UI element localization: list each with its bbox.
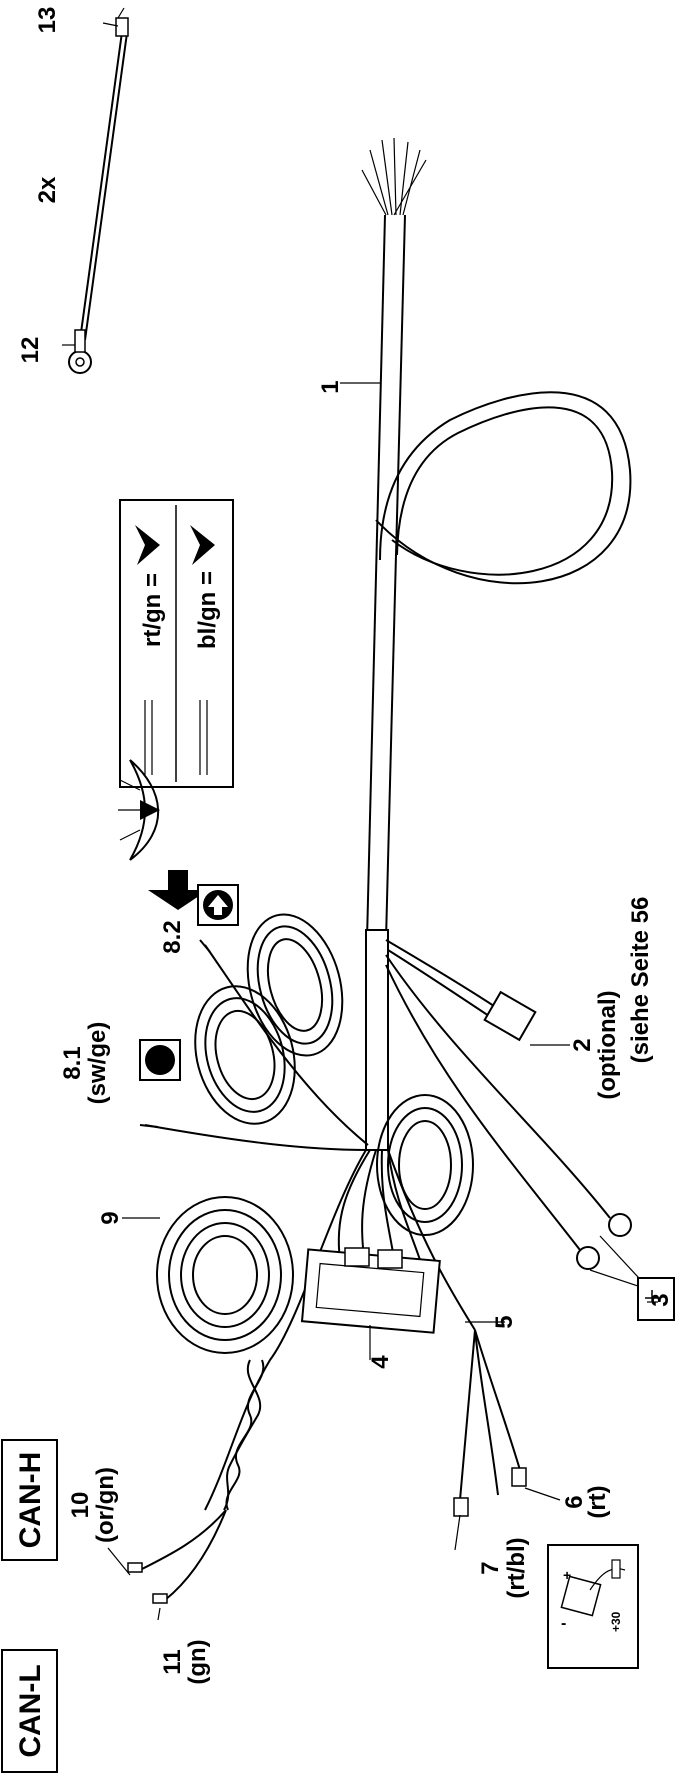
arrow-down-icon xyxy=(148,870,208,910)
connector-block-4 xyxy=(300,1247,441,1334)
label-2-page-ref: (siehe Seite 56 xyxy=(627,897,654,1064)
legend-row-1: bl/gn = xyxy=(194,571,221,649)
label-11-color: (gn) xyxy=(184,1639,211,1684)
check-mark-icon xyxy=(190,525,215,565)
connector-2 xyxy=(483,990,537,1042)
label-9: 9 xyxy=(97,1211,124,1224)
label-7: 7 xyxy=(477,1561,504,1574)
label-qty: 2x xyxy=(34,176,61,203)
battery-icon xyxy=(560,1575,602,1617)
label-6-color: (rt) xyxy=(584,1485,611,1518)
label-3: 3 xyxy=(647,1293,674,1306)
ground-cable xyxy=(68,7,129,374)
label-10: 10 xyxy=(67,1492,94,1519)
arrow-up-box-icon xyxy=(197,884,239,926)
coil-5 xyxy=(376,1094,527,1517)
wire-color-legend xyxy=(119,499,234,788)
label-1: 1 xyxy=(317,380,344,393)
battery-box: + - +30 xyxy=(547,1544,639,1669)
check-mark-icon xyxy=(135,525,160,565)
label-4: 4 xyxy=(367,1355,394,1369)
label-13: 13 xyxy=(34,7,61,34)
view-eye-icon xyxy=(118,759,160,861)
main-harness xyxy=(361,137,632,1151)
label-2: 2 xyxy=(569,1038,596,1051)
label-8-1: 8.1 xyxy=(59,1046,86,1079)
flat-terminal xyxy=(115,17,129,37)
ground-symbol-box xyxy=(637,1277,675,1321)
label-8-2: 8.2 xyxy=(159,920,186,953)
label-10-color: (or/gn) xyxy=(92,1467,119,1543)
legend-row-2: rt/gn = xyxy=(139,573,166,647)
battery-plus: + xyxy=(563,1567,571,1583)
stop-sign-text: STOP xyxy=(156,1048,166,1072)
can-l-label: CAN-L xyxy=(14,1664,47,1757)
branch-2 xyxy=(385,939,537,1042)
branch-3 xyxy=(385,954,632,1270)
can-h-box: CAN-H xyxy=(1,1439,58,1561)
coil-9 xyxy=(156,1149,367,1511)
can-h-label: CAN-H xyxy=(14,1452,47,1549)
label-6: 6 xyxy=(561,1495,588,1508)
twisted-pair xyxy=(127,1359,265,1604)
ring-terminal xyxy=(68,350,92,374)
can-l-box: CAN-L xyxy=(1,1649,58,1773)
battery-terminal-label: +30 xyxy=(609,1611,623,1632)
label-11: 11 xyxy=(159,1649,186,1674)
label-8-1-color: (sw/ge) xyxy=(84,1022,111,1105)
coil-8 xyxy=(139,913,369,1151)
stop-sign-box: STOP xyxy=(139,1039,181,1081)
label-2-optional: (optional) xyxy=(594,990,621,1099)
battery-minus: - xyxy=(561,1615,566,1632)
label-12: 12 xyxy=(17,337,44,364)
label-5: 5 xyxy=(491,1315,518,1328)
label-7-color: (rt/bl) xyxy=(503,1537,530,1598)
